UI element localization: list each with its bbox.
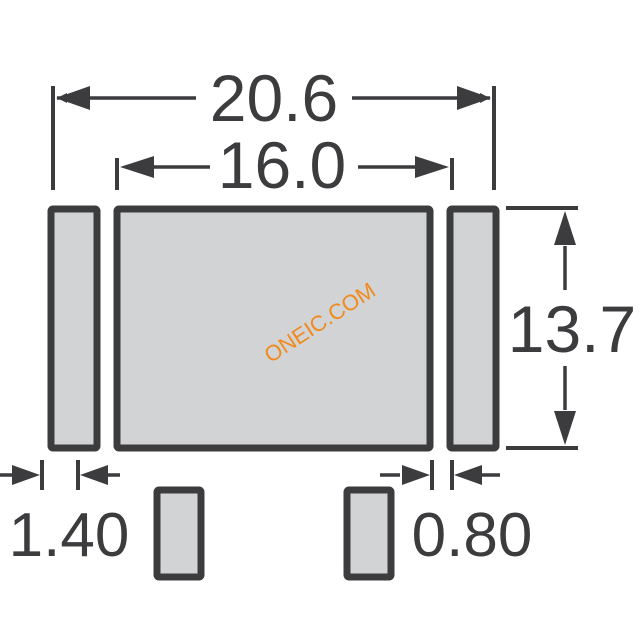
pad-width-label: 1.40 <box>9 501 130 570</box>
left-pad <box>47 205 101 452</box>
bottom-pad-right <box>343 486 395 581</box>
bottom-pad-left <box>153 486 205 581</box>
right-pad <box>446 205 500 452</box>
overall-width-label: 20.6 <box>210 61 338 135</box>
dimension-height <box>506 206 578 450</box>
dimension-gap <box>380 460 500 490</box>
body-width-label: 16.0 <box>218 128 346 202</box>
center-pad <box>113 205 434 452</box>
gap-label: 0.80 <box>412 501 533 570</box>
height-label: 13.7 <box>508 292 636 366</box>
